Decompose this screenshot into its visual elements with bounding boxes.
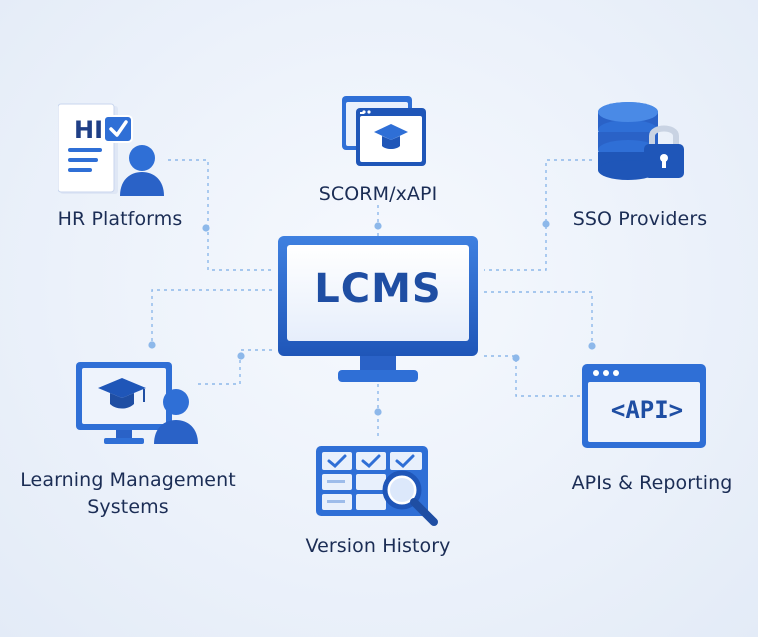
hr-document-user-icon xyxy=(58,103,164,196)
lms-label-line1: Learning Management xyxy=(20,469,236,491)
connector-lms-top xyxy=(151,289,272,345)
lms-label-line2: Systems xyxy=(87,496,169,518)
connector-lms-bottom xyxy=(195,349,272,385)
connector-api-bottom xyxy=(484,355,582,397)
graduation-monitor-user-icon xyxy=(76,362,198,444)
scorm-package-icon xyxy=(342,96,426,166)
hr-platforms-label: HR Platforms xyxy=(57,208,183,230)
scorm-xapi-label: SCORM/xAPI xyxy=(318,183,438,205)
sso-providers-label: SSO Providers xyxy=(572,208,708,230)
center-title: LCMS xyxy=(314,266,442,312)
connector-sso xyxy=(484,159,592,271)
version-grid-search-icon xyxy=(316,446,438,526)
version-history-label: Version History xyxy=(305,535,451,557)
lcms-monitor-icon xyxy=(278,236,478,382)
connector-hr xyxy=(168,159,272,271)
database-lock-icon xyxy=(598,102,684,180)
api-icon-text: <API> xyxy=(610,396,684,424)
apis-reporting-label: APIs & Reporting xyxy=(571,472,733,494)
api-window-icon xyxy=(582,364,706,448)
hr-icon-text: HI xyxy=(74,116,104,144)
connector-api-top xyxy=(484,291,593,345)
